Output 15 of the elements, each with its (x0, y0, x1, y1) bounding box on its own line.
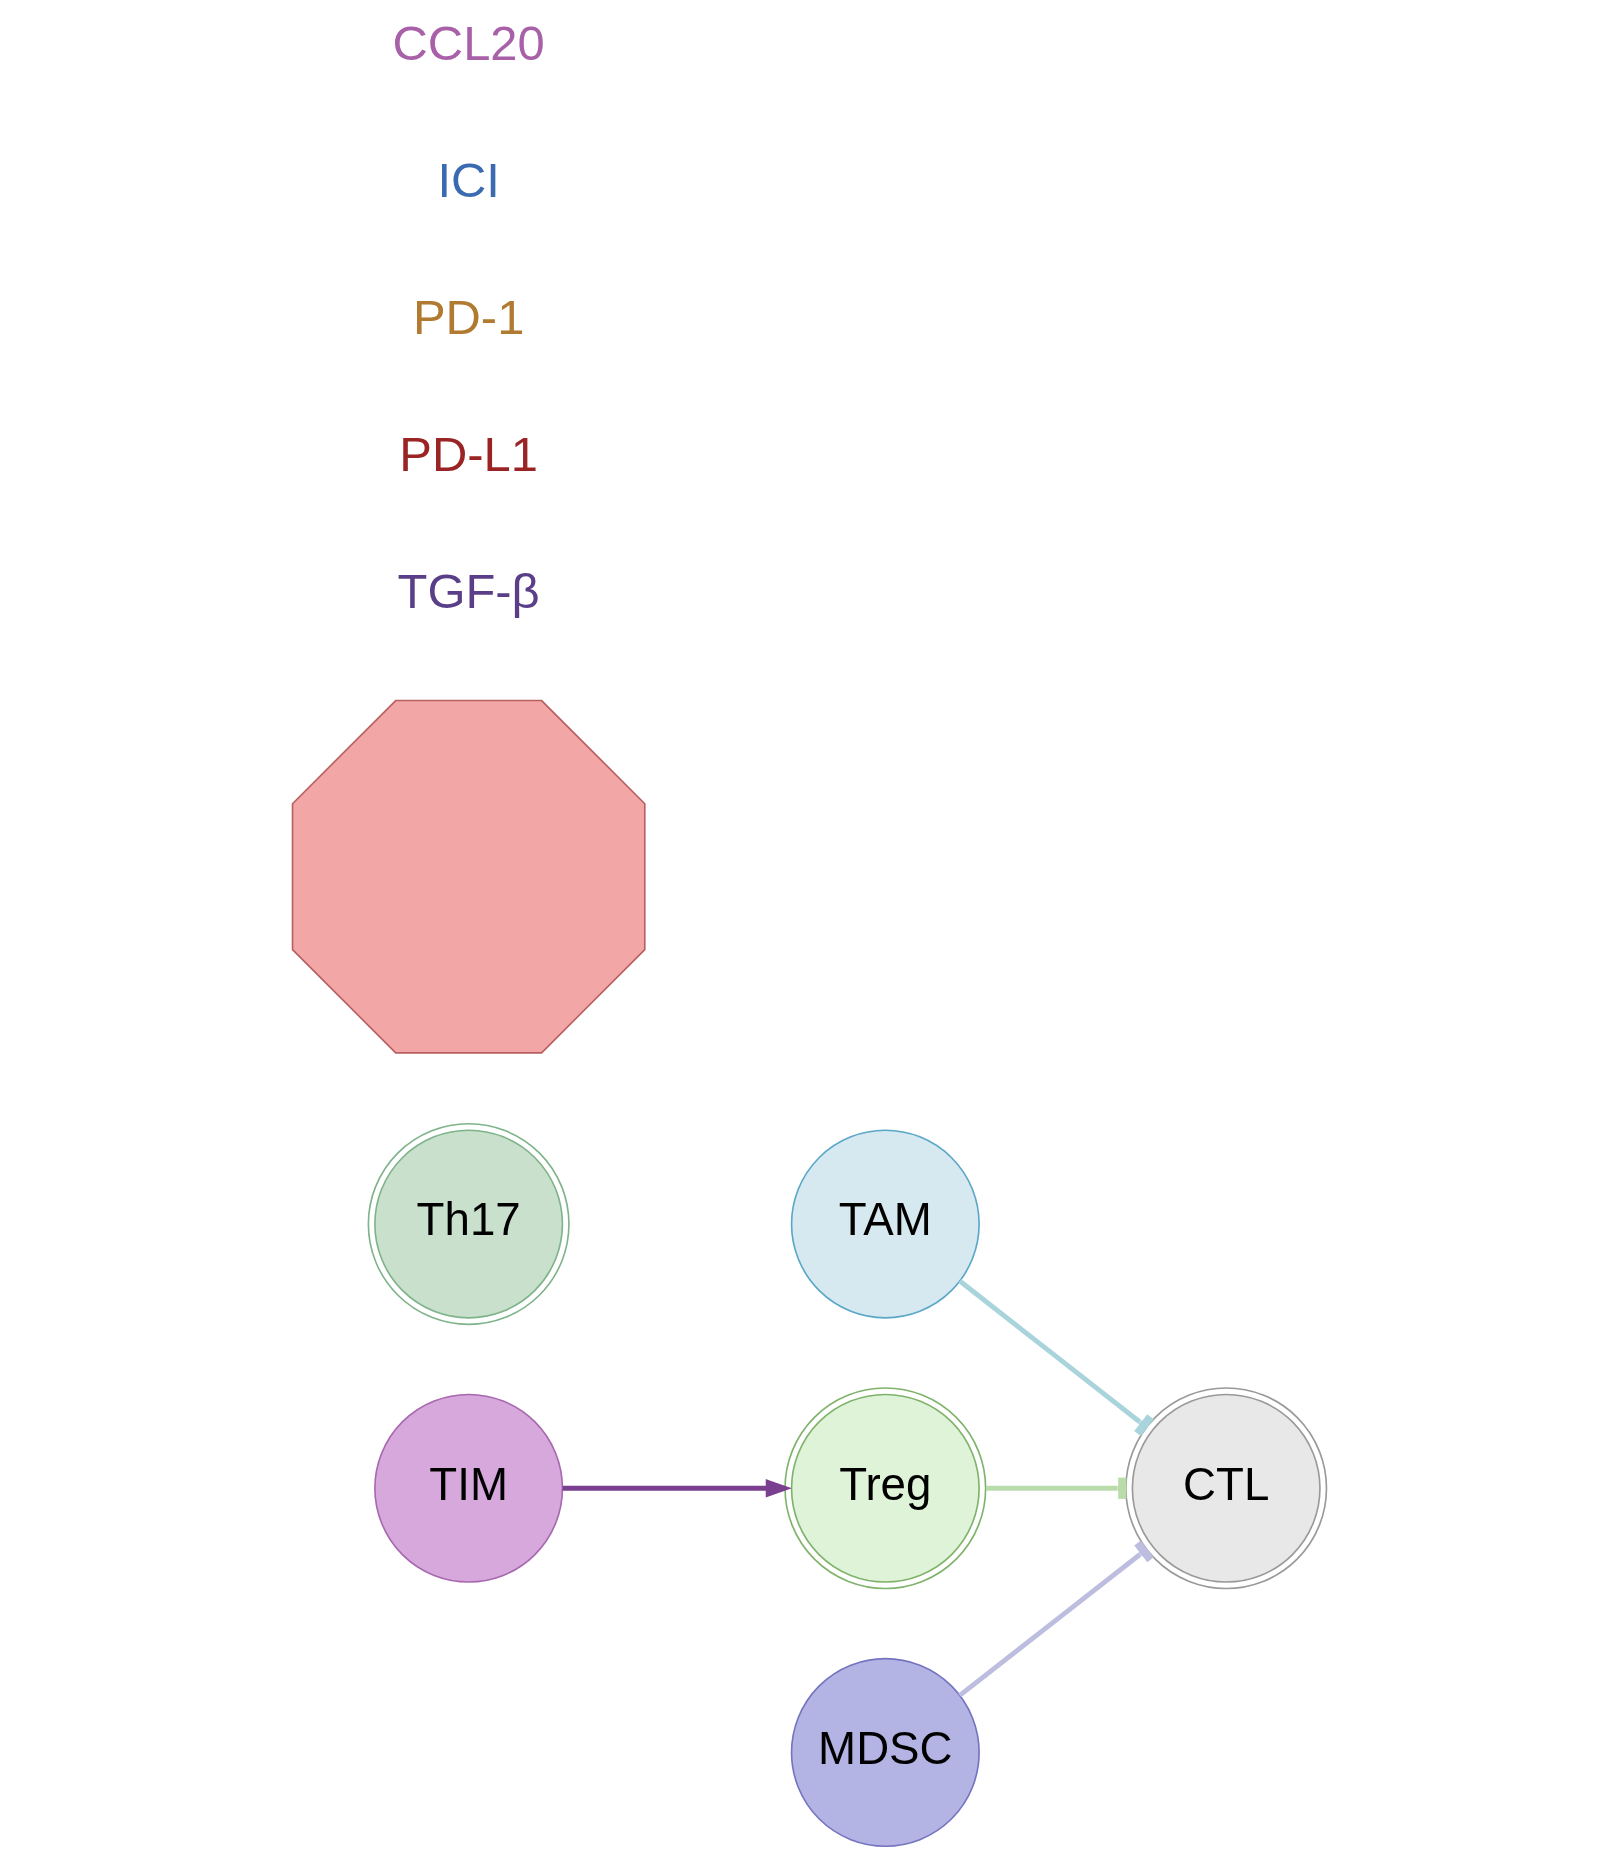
label: PD-1 (412, 290, 524, 345)
node-circle: TIM (373, 1393, 563, 1583)
node-circle: Treg (783, 1387, 986, 1590)
label: PD-L1 (398, 427, 538, 482)
label: ICI (436, 153, 500, 208)
label: CCL20 (392, 16, 545, 71)
connector (957, 1279, 1154, 1437)
node-circle: CTL (1124, 1387, 1327, 1590)
node-picture (291, 699, 646, 1054)
node-circle: MDSC (790, 1657, 980, 1848)
label: TGF-β (397, 564, 540, 619)
arrow (562, 1479, 792, 1498)
node-circle: TAM (790, 1129, 980, 1319)
node-circle: Th17 (367, 1122, 570, 1326)
connector (957, 1540, 1154, 1698)
